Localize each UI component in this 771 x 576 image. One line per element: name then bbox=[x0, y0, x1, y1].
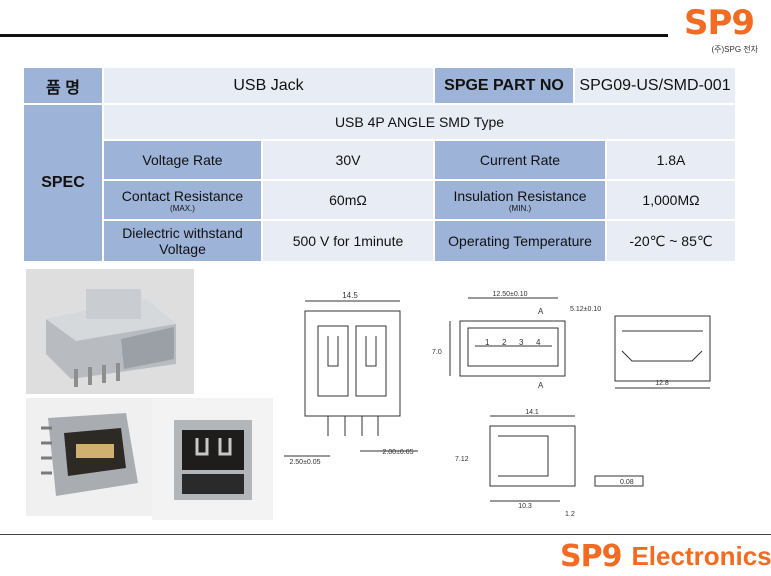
profile-foot-dim: 1.2 bbox=[565, 511, 575, 518]
product-photo-opening bbox=[152, 398, 273, 520]
svg-text:3: 3 bbox=[519, 338, 524, 347]
top-rule bbox=[0, 34, 668, 37]
profile-base-dim: 10.3 bbox=[518, 503, 532, 510]
footer-logo: SP9 Electronics bbox=[560, 538, 771, 574]
part-no-label: SPGE PART NO bbox=[433, 66, 575, 105]
logo-mark: SP9 bbox=[684, 3, 755, 43]
usb-jack-opening-image bbox=[174, 420, 252, 500]
side-width-dim: 12.8 bbox=[655, 380, 669, 387]
spec-label: SPEC bbox=[22, 103, 104, 263]
profile-length-dim: 14.1 bbox=[525, 409, 539, 416]
svg-text:2: 2 bbox=[502, 338, 507, 347]
spec-label-operating-temperature: Operating Temperature bbox=[433, 219, 607, 263]
spec-label-voltage-rate: Voltage Rate bbox=[102, 139, 263, 181]
contact-resistance-qualifier: (MAX.) bbox=[170, 203, 195, 213]
spec-type: USB 4P ANGLE SMD Type bbox=[101, 103, 738, 141]
spec-value-insulation-resistance: 1,000MΩ bbox=[604, 179, 738, 221]
side-view-drawing: 12.8 bbox=[614, 315, 711, 389]
profile-flatness: 0.08 bbox=[620, 479, 634, 486]
insulation-resistance-qualifier: (MIN.) bbox=[508, 203, 532, 213]
spec-value-contact-resistance: 60mΩ bbox=[261, 179, 435, 221]
product-name-label: 품 명 bbox=[22, 66, 104, 105]
footer-text: Electronics bbox=[631, 540, 771, 571]
footer-mark: SP9 bbox=[560, 538, 622, 574]
spec-label-dielectric-voltage: Dielectric withstand Voltage bbox=[102, 219, 263, 263]
part-no-value: SPG09-US/SMD-001 bbox=[572, 66, 738, 105]
usb-jack-angle-image bbox=[46, 289, 176, 387]
product-name-value: USB Jack bbox=[102, 66, 435, 105]
top-side-dim: 7.0 bbox=[432, 349, 442, 356]
front-pitch-dim: 2.50±0.05 bbox=[289, 459, 320, 466]
company-logo: SP9 (주)SPG 전자 bbox=[684, 4, 764, 62]
svg-text:A: A bbox=[538, 381, 544, 390]
usb-jack-front-image bbox=[41, 413, 138, 496]
spec-value-current-rate: 1.8A bbox=[604, 139, 738, 181]
svg-text:4: 4 bbox=[536, 338, 541, 347]
spec-value-voltage-rate: 30V bbox=[261, 139, 435, 181]
product-photo-angle bbox=[26, 269, 194, 394]
front-width-dim: 14.5 bbox=[342, 291, 358, 300]
profile-view-drawing: 14.1 7.12 10.3 1.2 0.08 bbox=[455, 409, 644, 518]
spec-table: 품 명 USB Jack SPGE PART NO SPG09-US/SMD-0… bbox=[22, 66, 738, 263]
spec-label-contact-resistance: Contact Resistance (MAX.) bbox=[102, 179, 263, 221]
svg-text:A: A bbox=[538, 307, 544, 316]
spec-label-insulation-resistance: Insulation Resistance (MIN.) bbox=[433, 179, 607, 221]
top-width-dim: 12.50±0.10 bbox=[493, 291, 528, 298]
top-view-drawing: 1 2 3 4 12.50±0.10 A A 7.0 5.12±0.10 bbox=[432, 291, 601, 390]
front-view-drawing: 14.5 2.50±0.05 2.00±0.05 bbox=[284, 291, 418, 466]
technical-drawings: 14.5 2.50±0.05 2.00±0.05 1 2 3 4 12.50±0… bbox=[284, 291, 711, 518]
front-pin-dim: 2.00±0.05 bbox=[382, 449, 413, 456]
svg-text:1: 1 bbox=[485, 338, 490, 347]
profile-height-dim: 7.12 bbox=[455, 456, 469, 463]
spec-value-operating-temperature: -20℃ ~ 85℃ bbox=[604, 219, 738, 263]
top-height-dim: 5.12±0.10 bbox=[570, 306, 601, 313]
logo-subtitle: (주)SPG 전자 bbox=[711, 45, 758, 54]
spec-label-current-rate: Current Rate bbox=[433, 139, 607, 181]
spec-value-dielectric-voltage: 500 V for 1minute bbox=[261, 219, 435, 263]
bottom-rule bbox=[0, 534, 771, 535]
product-photo-front bbox=[26, 398, 152, 516]
